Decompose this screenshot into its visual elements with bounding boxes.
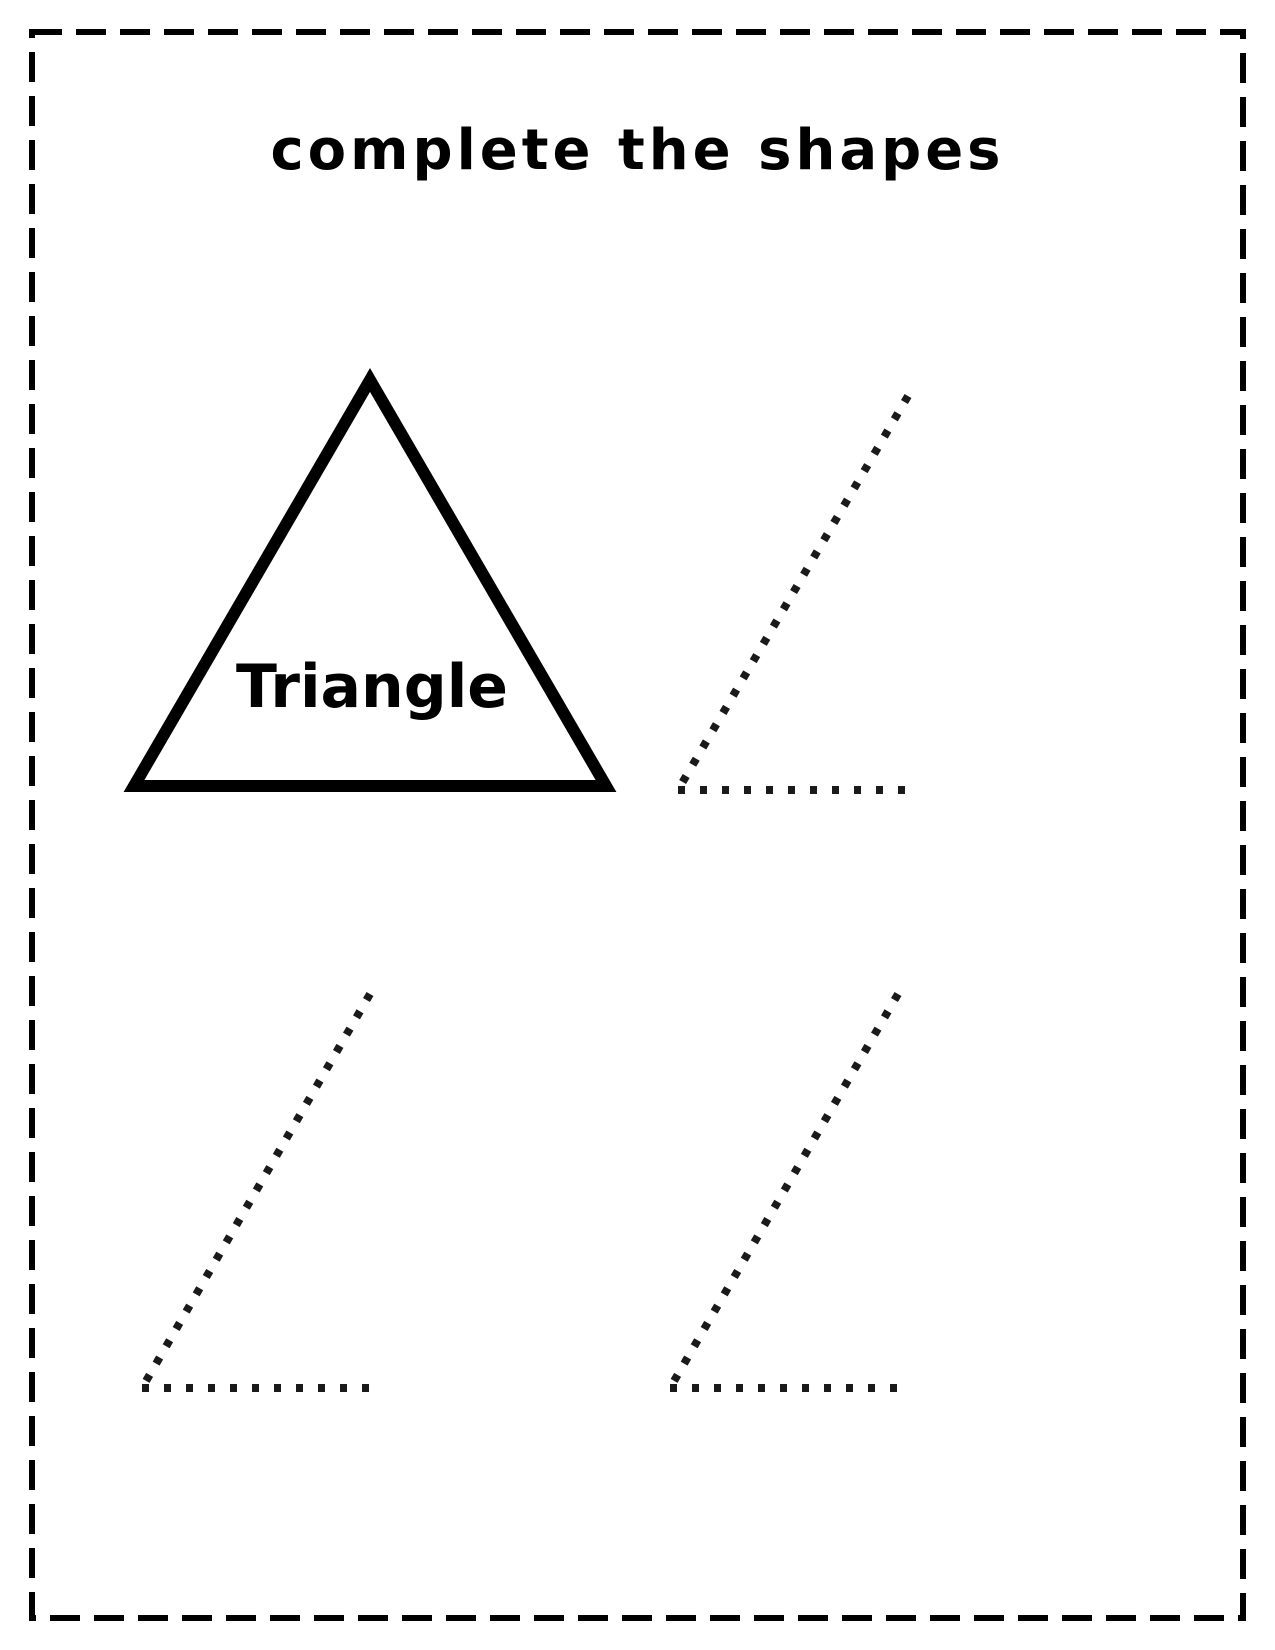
dotted-triangle-3[interactable]	[666, 991, 902, 1392]
dotted-triangle-3-side	[666, 991, 902, 1391]
dotted-triangle-2[interactable]	[138, 991, 374, 1392]
example-triangle-label: Triangle	[236, 652, 508, 722]
worksheet-title: complete the shapes	[270, 118, 1005, 183]
dotted-triangle-1-side	[674, 393, 912, 793]
dotted-triangle-2-side	[138, 991, 374, 1391]
example-triangle: Triangle	[123, 368, 617, 792]
dotted-triangle-1[interactable]	[674, 393, 912, 794]
example-triangle-outline	[123, 368, 617, 792]
